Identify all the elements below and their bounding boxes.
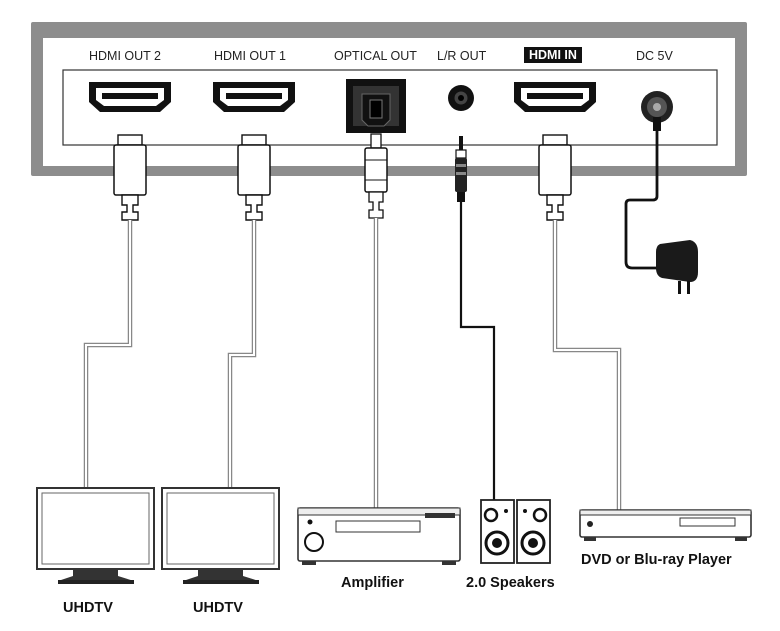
player-device <box>579 509 752 541</box>
label-optical-out: OPTICAL OUT <box>334 49 417 63</box>
amplifier-device <box>297 507 461 565</box>
uhdtv-1-device <box>36 487 155 584</box>
label-lr-out: L/R OUT <box>437 49 487 63</box>
hdmi-out-1-port <box>213 82 295 112</box>
optical-out-port <box>346 79 406 133</box>
audio-cable-speakers <box>455 136 496 500</box>
speakers-device <box>480 499 551 564</box>
label-hdmi-in: HDMI IN <box>524 47 582 63</box>
hdmi-cable-uhdtv-2 <box>227 134 271 488</box>
label-amplifier: Amplifier <box>341 575 404 591</box>
label-uhdtv-2: UHDTV <box>193 600 243 616</box>
uhdtv-2-device <box>161 487 280 584</box>
power-adapter <box>624 117 698 294</box>
hdmi-out-2-port <box>89 82 171 112</box>
label-uhdtv-1: UHDTV <box>63 600 113 616</box>
label-player: DVD or Blu-ray Player <box>581 552 732 568</box>
dc-5v-port <box>641 91 673 123</box>
optical-cable-amplifier <box>364 133 388 508</box>
hdmi-cable-uhdtv-1 <box>83 134 147 488</box>
label-speakers: 2.0 Speakers <box>466 575 555 591</box>
hdmi-in-port <box>514 82 596 112</box>
hdmi-cable-player <box>538 134 622 510</box>
label-hdmi-out-2: HDMI OUT 2 <box>89 49 161 63</box>
lr-out-port <box>448 85 474 111</box>
label-hdmi-out-1: HDMI OUT 1 <box>214 49 286 63</box>
label-dc-5v: DC 5V <box>636 49 673 63</box>
